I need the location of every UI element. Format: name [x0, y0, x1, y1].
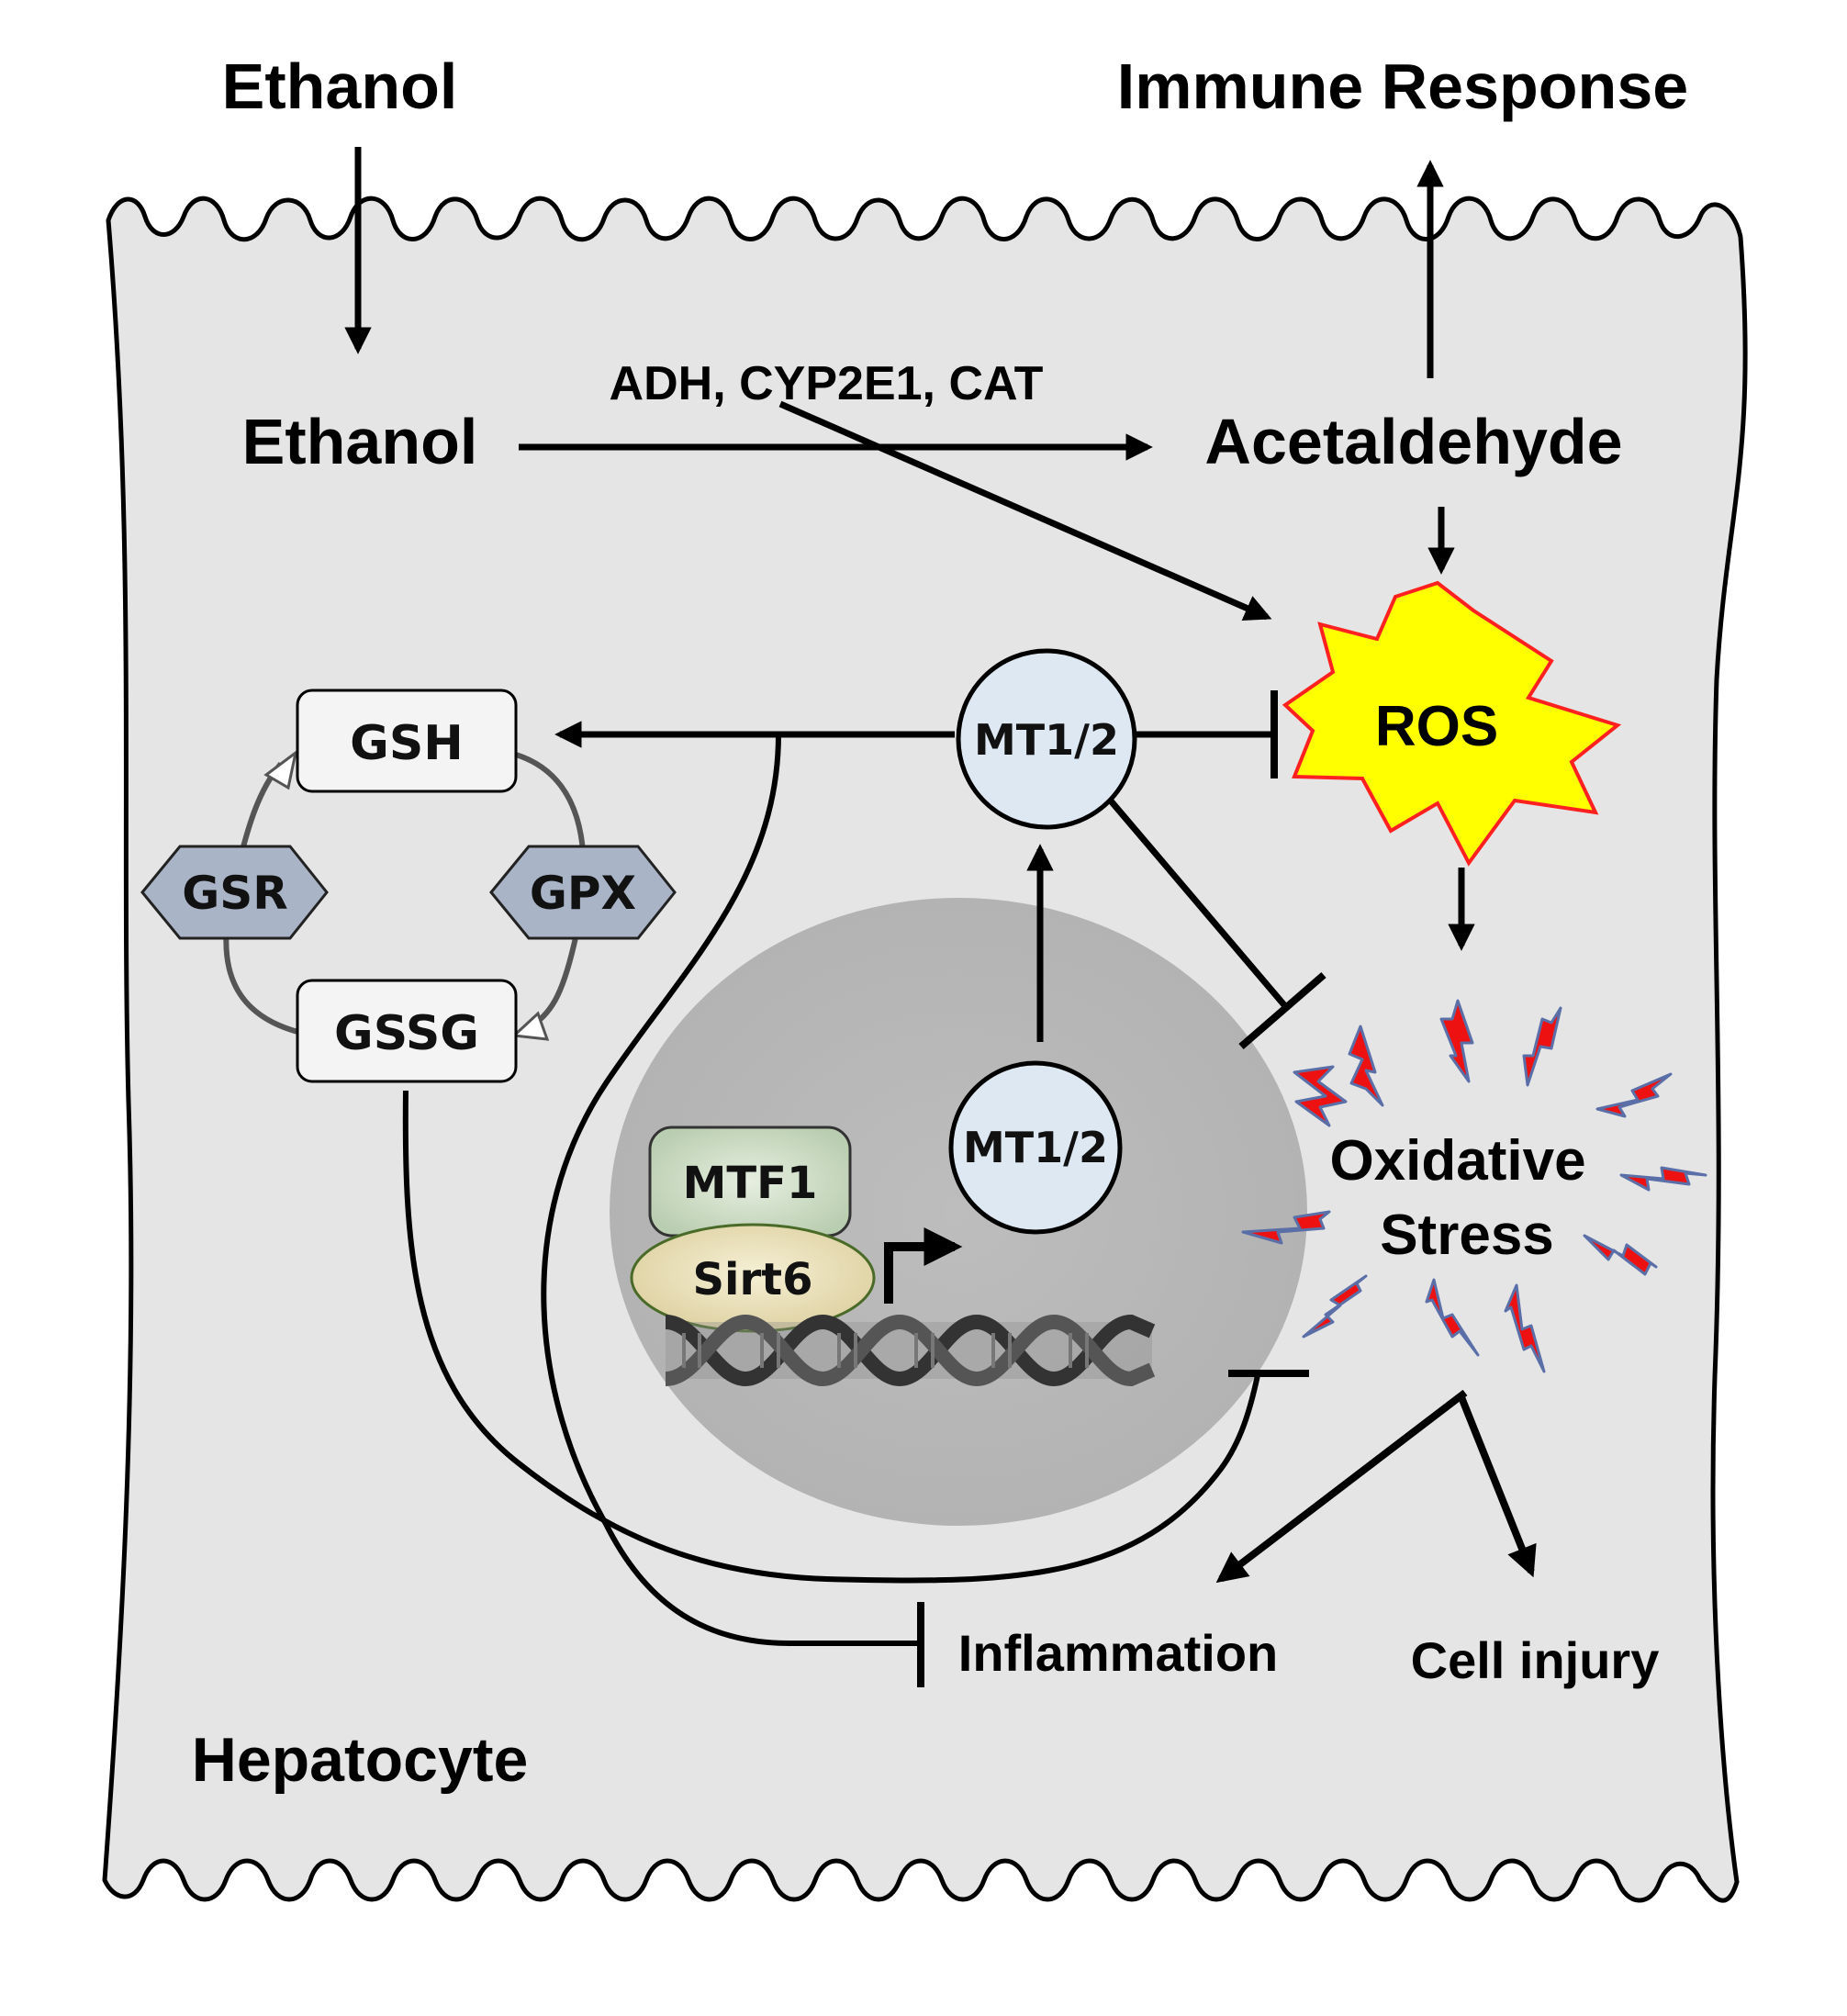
bolt-3	[1439, 999, 1474, 1083]
mt-cytoplasm-circle	[956, 648, 1137, 830]
bolt-4	[1522, 1006, 1562, 1087]
stress-to-injury-arrow	[1458, 1395, 1537, 1578]
cell-injury-label: Cell injury	[1411, 1631, 1660, 1689]
bolt-7	[1241, 1210, 1331, 1245]
stress-label: Stress	[1380, 1204, 1554, 1267]
ethanol-outside-label: Ethanol	[222, 50, 458, 122]
gssg-box	[296, 979, 518, 1083]
gpx-label: GPX	[530, 867, 636, 920]
ethanol-inside-label: Ethanol	[242, 406, 478, 477]
gpx-hexagon	[489, 845, 677, 940]
bolt-6	[1619, 1166, 1707, 1192]
bolt-1	[1293, 1065, 1348, 1127]
mt-nucleus-label: MT1/2	[963, 1123, 1108, 1172]
enzymes-to-ros-arrow	[778, 400, 1272, 622]
dna-helix	[664, 1314, 1156, 1387]
bolt-11	[1504, 1283, 1546, 1373]
gsr-cycle-arc-head	[263, 749, 298, 790]
ros-label: ROS	[1375, 695, 1498, 758]
bolt-2	[1348, 1025, 1384, 1107]
mt-cytoplasm-label: MT1/2	[974, 715, 1119, 765]
hepatocyte-label: Hepatocyte	[192, 1725, 529, 1795]
immune-response-label: Immune Response	[1117, 50, 1688, 122]
inflammation-label: Inflammation	[958, 1624, 1278, 1682]
bolt-8	[1583, 1234, 1658, 1276]
oxidative-label: Oxidative	[1329, 1129, 1585, 1193]
gsr-hexagon	[140, 845, 329, 940]
oxidative-stress-bolts	[1241, 999, 1707, 1373]
gssg-inhibits-stress-curve	[402, 1090, 1260, 1584]
gpx-cycle-arc-head	[510, 1011, 550, 1041]
enzymes-label: ADH, CYP2E1, CAT	[610, 357, 1044, 410]
gsh-label: GSH	[350, 716, 464, 771]
acetaldehyde-label: Acetaldehyde	[1204, 406, 1622, 477]
stress-to-inflammation-arrow	[1215, 1389, 1468, 1584]
transcription-arrow	[884, 1227, 963, 1304]
mt-nucleus-circle	[948, 1060, 1123, 1235]
gssg-label: GSSG	[334, 1006, 479, 1061]
gsh-box	[296, 689, 518, 793]
mt-inhibits-stress-bar	[1238, 971, 1326, 1050]
bolt-10	[1425, 1278, 1480, 1357]
sirt6-ellipse	[630, 1223, 876, 1333]
mt-inhibits-inflammation-curve	[541, 734, 918, 1646]
gsr-label: GSR	[182, 867, 288, 920]
bolt-9	[1302, 1274, 1368, 1338]
mtf1-label: MTF1	[683, 1158, 818, 1209]
nucleus	[610, 898, 1307, 1526]
sirt6-label: Sirt6	[692, 1254, 812, 1305]
ros-starburst	[1282, 580, 1622, 867]
mt-inhibits-stress-line	[1106, 796, 1288, 1009]
bolt-5	[1595, 1072, 1673, 1118]
